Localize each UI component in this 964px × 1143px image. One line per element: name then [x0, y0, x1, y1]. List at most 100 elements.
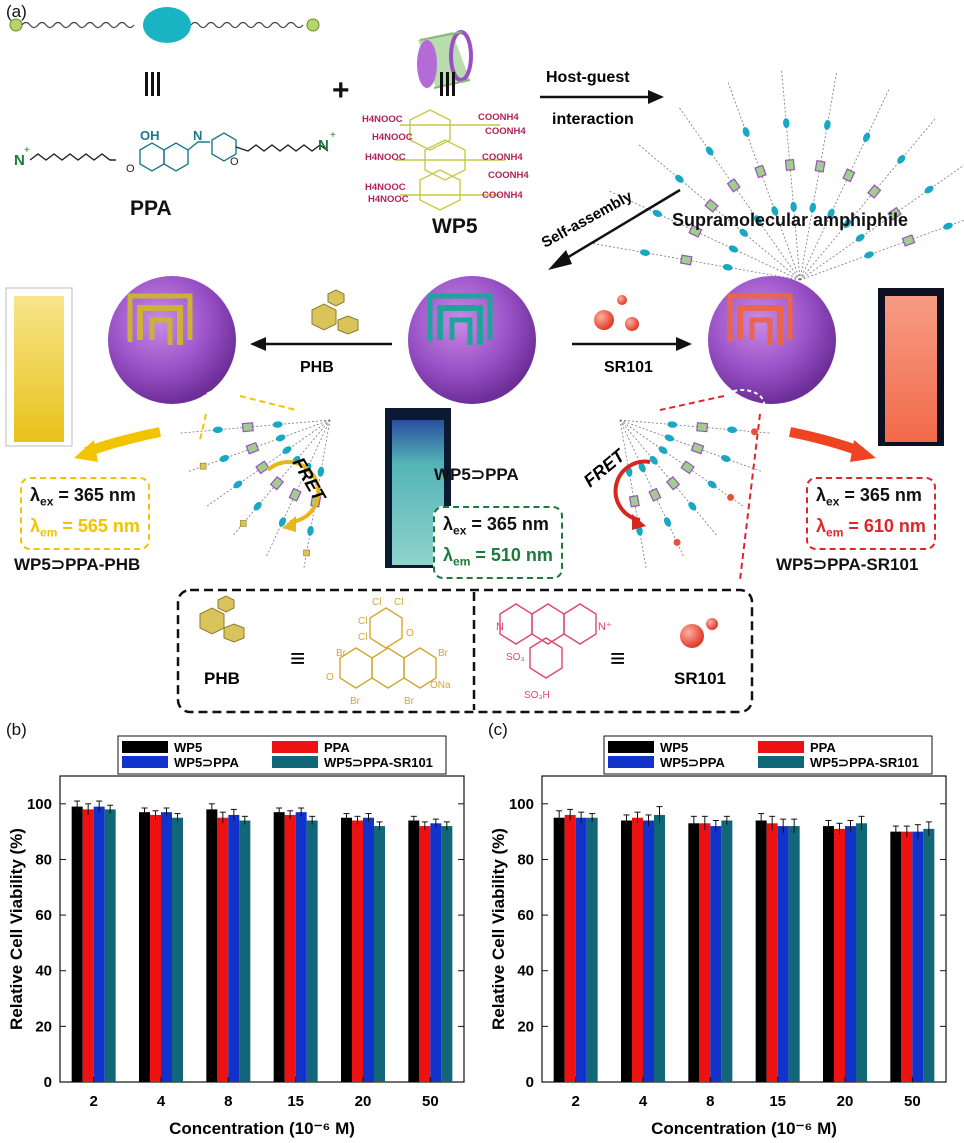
wp5-ring	[690, 441, 705, 455]
wp5-ring	[842, 168, 856, 183]
svg-text:O: O	[326, 672, 334, 683]
sr101-structure: N N⁺ SO₃ SO₃H	[496, 603, 612, 701]
bar	[901, 831, 913, 1082]
plot-frame	[541, 775, 947, 1083]
amphiphile-strand	[619, 419, 647, 568]
bar	[341, 817, 352, 1082]
host-guest-arrow: Host-guest interaction	[540, 69, 664, 128]
amphiphile-strand	[799, 219, 964, 281]
bar	[284, 814, 296, 1082]
amphiphile-head	[272, 421, 283, 428]
wp5-ring	[255, 460, 270, 475]
bar	[856, 823, 867, 1082]
wp5-ring	[784, 158, 796, 171]
amphiphile-strand	[619, 419, 744, 507]
amphiphile-strand	[619, 419, 770, 434]
x-tick-label: 50	[904, 1093, 921, 1110]
amphiphile-head	[638, 462, 646, 473]
cuvette-phb	[5, 287, 73, 447]
amphiphile-head	[705, 146, 714, 156]
svg-text:O: O	[406, 628, 414, 639]
amphiphile-head	[317, 466, 325, 477]
phb-arrow: PHB	[250, 289, 392, 376]
sr101-excitation: λex = 365 nm	[816, 485, 922, 509]
svg-text:ONa: ONa	[430, 680, 451, 691]
legend-swatch	[122, 741, 168, 753]
svg-text:Cl: Cl	[358, 632, 367, 643]
amphiphile-head	[233, 480, 243, 489]
panel-a-label: (a)	[6, 2, 27, 21]
fret-arrow-right: FRET	[580, 444, 651, 530]
amphiphile-head	[897, 155, 906, 164]
amphiphile-head	[720, 455, 731, 462]
wp5-ppa-label: WP5⊃PPA	[434, 465, 519, 484]
amphiphile-head	[639, 249, 650, 256]
bar	[890, 831, 902, 1082]
phb-dye	[239, 520, 247, 527]
bar	[71, 806, 83, 1082]
amphiphile-strand	[799, 73, 837, 281]
x-tick-label: 2	[89, 1093, 97, 1110]
wp5-label: WP5	[432, 215, 478, 238]
equiv-sr101: ≡	[610, 643, 625, 673]
amphiphile-head	[843, 219, 852, 229]
amphiphile-head	[824, 119, 831, 130]
amphiphile-strand	[206, 419, 331, 507]
bar	[688, 823, 700, 1082]
amphiphile-head	[864, 251, 874, 259]
amphiphile-strand	[638, 144, 801, 281]
wp5-ring	[726, 178, 741, 193]
bar	[575, 817, 587, 1082]
legend-label: WP5	[174, 740, 202, 755]
svg-text:+: +	[24, 145, 30, 156]
bar	[352, 820, 363, 1082]
legend-swatch	[608, 741, 654, 753]
wp5-ring	[628, 494, 640, 508]
legend-swatch	[272, 756, 318, 768]
legend-label: WP5⊃PPA	[660, 755, 725, 770]
wp5-ring	[288, 487, 302, 502]
amphiphile-head	[753, 215, 762, 225]
phb-fret-fan	[180, 419, 331, 568]
bar	[93, 806, 105, 1082]
legend-phb-cubes-icon	[199, 595, 245, 643]
bar	[777, 826, 789, 1082]
wp5-ppa-sr101-label: WP5⊃PPA-SR101	[776, 555, 919, 574]
amphiphile-head	[652, 209, 662, 218]
bar	[419, 826, 431, 1082]
bar	[845, 826, 856, 1082]
wp5-cylinder	[417, 30, 473, 89]
ppa-label: PPA	[130, 197, 172, 220]
bar	[82, 809, 94, 1082]
legend-sr101-label: SR101	[674, 669, 726, 688]
bar	[643, 820, 654, 1082]
bar	[161, 812, 172, 1082]
wp5-chem-label: H4NOOC	[365, 152, 406, 163]
amphiphile-head	[664, 434, 675, 442]
cuvette-sr101	[878, 288, 944, 446]
legend-sr101-balls-icon	[680, 618, 718, 648]
svg-text:N: N	[193, 128, 202, 143]
bar	[239, 820, 251, 1082]
amphiphile-strand	[266, 419, 331, 557]
red-curved-arrow	[789, 427, 864, 457]
wp5-ppa-phb-label: WP5⊃PPA-PHB	[14, 555, 141, 574]
bar	[374, 826, 385, 1082]
phb-excitation: λex = 365 nm	[30, 485, 136, 509]
ppa-cartoon	[9, 7, 320, 43]
wp5-ring	[867, 184, 882, 199]
legend-label: PPA	[324, 740, 350, 755]
legend-swatch	[608, 756, 654, 768]
wp5-ring	[241, 422, 254, 433]
wp5-chem-label: H4NOOC	[365, 182, 406, 193]
self-assembly-label: Self-assembly	[539, 187, 636, 251]
phb-structure: Cl Cl Cl Cl O Br Br ONa Br Br O	[326, 597, 451, 707]
bar	[788, 826, 800, 1082]
bar	[217, 817, 229, 1082]
amphiphile-head	[253, 501, 262, 511]
equiv-phb: ≡	[290, 643, 305, 673]
wp5-ring	[245, 441, 260, 455]
wp5-structure: H4NOOC H4NOOC H4NOOC H4NOOC H4NOOC COONH…	[362, 109, 529, 211]
